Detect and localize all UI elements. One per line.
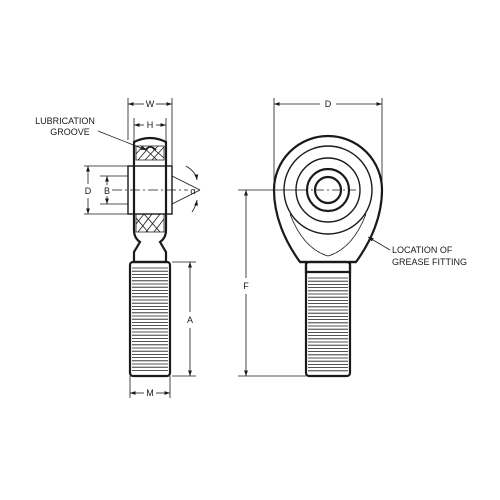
- dim-F: F: [243, 281, 249, 291]
- side-view: [112, 136, 188, 378]
- dim-A: A: [187, 315, 193, 325]
- lubrication-label-line1: LUBRICATION: [35, 116, 95, 126]
- lubrication-groove-label: LUBRICATION GROOVE: [35, 116, 147, 151]
- front-dimensions: D F: [238, 98, 383, 377]
- dim-H: H: [147, 120, 154, 130]
- side-shank: [128, 260, 172, 378]
- side-threads: [132, 267, 168, 371]
- dim-D-front: D: [325, 99, 332, 109]
- lower-race-hatch: [135, 213, 165, 233]
- dim-W: W: [146, 99, 155, 109]
- front-shank: [304, 260, 352, 378]
- dim-M: M: [146, 388, 154, 398]
- dim-D-side: D: [85, 186, 92, 196]
- grease-label-line2: GREASE FITTING: [392, 257, 467, 267]
- front-threads: [308, 277, 348, 372]
- front-bore: [313, 175, 343, 205]
- side-housing: [132, 136, 168, 264]
- dim-B: B: [104, 186, 110, 196]
- front-neck: [300, 260, 356, 274]
- side-dimensions: W H D B α A M: [84, 98, 201, 398]
- grease-fitting-label: LOCATION OF GREASE FITTING: [367, 236, 467, 267]
- dim-alpha: α: [190, 186, 195, 196]
- front-view: [272, 134, 384, 378]
- lubrication-label-line2: GROOVE: [50, 127, 90, 137]
- front-head-outer: [272, 134, 384, 264]
- grease-label-line1: LOCATION OF: [392, 245, 453, 255]
